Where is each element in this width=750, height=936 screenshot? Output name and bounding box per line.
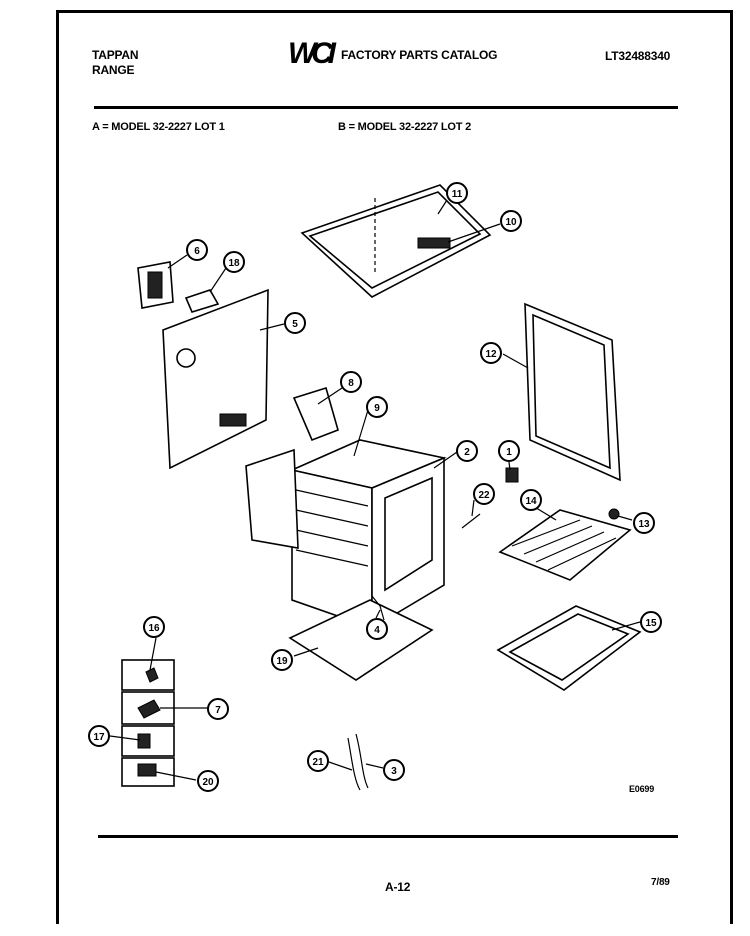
revision-date: 7/89 — [651, 877, 670, 888]
callout-20-label: 20 — [202, 777, 214, 788]
callout-6a: 6 — [186, 239, 208, 261]
part-22 — [461, 513, 481, 529]
callout-22-label: 22 — [478, 490, 490, 501]
wci-logo: WCI — [287, 36, 337, 70]
callout-16-label: 16 — [148, 623, 160, 634]
top-panel-part — [300, 184, 492, 298]
footer-rule — [98, 835, 678, 838]
back-panel-part — [162, 288, 269, 470]
callout-12-label: 12 — [485, 349, 497, 360]
side-door-panel — [245, 448, 299, 549]
part-1 — [505, 467, 519, 483]
header-rule — [94, 106, 678, 109]
callout-2: 2 — [456, 440, 478, 462]
callout-1-label: 1 — [506, 447, 512, 458]
callout-3-label: 3 — [391, 766, 397, 777]
callout-22: 22 — [473, 483, 495, 505]
callout-17-label: 17 — [93, 732, 105, 743]
callout-15: 15 — [640, 611, 662, 633]
callout-6a-label: 6 — [194, 246, 200, 257]
broiler-pan-part — [496, 605, 642, 691]
callout-21-label: 21 — [312, 757, 324, 768]
callout-1: 1 — [498, 440, 520, 462]
callout-9-label: 9 — [374, 403, 380, 414]
callout-3: 3 — [383, 759, 405, 781]
callout-19: 19 — [271, 649, 293, 671]
callout-13: 13 — [633, 512, 655, 534]
wire-harness-part — [347, 733, 369, 791]
callout-5-label: 5 — [292, 319, 298, 330]
model-a-label: A = MODEL 32-2227 LOT 1 — [92, 121, 225, 133]
callout-13-label: 13 — [638, 519, 650, 530]
part-18 — [184, 289, 220, 313]
callout-7-label: 7 — [215, 705, 221, 716]
model-b-label: B = MODEL 32-2227 LOT 2 — [338, 121, 472, 133]
callout-18: 18 — [223, 251, 245, 273]
callout-11: 11 — [446, 182, 468, 204]
leader-lines — [109, 199, 641, 781]
callout-20: 20 — [197, 770, 219, 792]
callout-15-label: 15 — [645, 618, 657, 629]
callout-10-label: 10 — [505, 217, 517, 228]
page-number: A-12 — [385, 880, 411, 894]
callout-4: 4 — [366, 618, 388, 640]
oven-body-part — [289, 439, 447, 630]
callout-14: 14 — [520, 489, 542, 511]
wci-logo-text: WCI — [288, 37, 337, 68]
callout-8: 8 — [340, 371, 362, 393]
callout-2-label: 2 — [464, 447, 470, 458]
parts-kit-box — [121, 659, 175, 787]
callout-7: 7 — [207, 698, 229, 720]
brand-line-1: TAPPAN — [92, 48, 139, 62]
bottom-panel-part — [288, 599, 434, 681]
oven-rack-part — [498, 509, 632, 581]
part-4 — [371, 595, 385, 621]
callout-5: 5 — [284, 312, 306, 334]
diagram-code: E0699 — [629, 784, 655, 794]
callout-11-label: 11 — [452, 189, 463, 200]
part-13 — [608, 508, 620, 520]
brand-line-2: RANGE — [92, 63, 135, 77]
callout-18-label: 18 — [228, 258, 240, 269]
callout-8-label: 8 — [348, 378, 354, 389]
callout-17: 17 — [88, 725, 110, 747]
callout-19-label: 19 — [276, 656, 288, 667]
page-frame — [56, 10, 733, 924]
catalog-title: FACTORY PARTS CATALOG — [341, 48, 498, 62]
callout-21: 21 — [307, 750, 329, 772]
part-8 — [292, 386, 339, 442]
callout-9: 9 — [366, 396, 388, 418]
part-6 — [137, 261, 174, 309]
callout-10: 10 — [500, 210, 522, 232]
callout-14-label: 14 — [525, 496, 537, 507]
catalog-number: LT32488340 — [605, 49, 671, 63]
callout-4-label: 4 — [374, 625, 380, 636]
callout-12: 12 — [480, 342, 502, 364]
side-panel-part — [524, 302, 621, 482]
callout-16: 16 — [143, 616, 165, 638]
